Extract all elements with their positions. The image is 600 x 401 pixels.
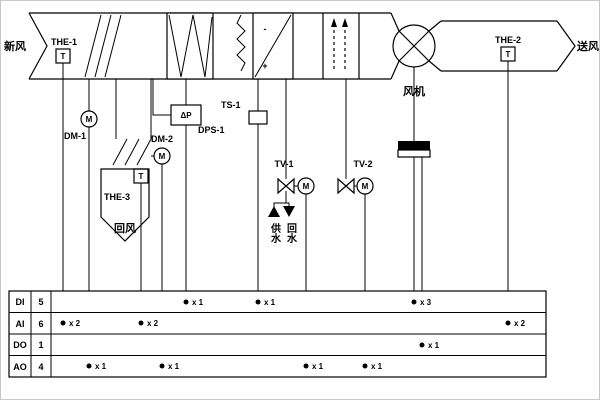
fresh-air-label: 新风 [4, 39, 26, 53]
spray-arrow-icon [331, 18, 337, 27]
coil-zigzag-icon [168, 14, 213, 78]
tv1-valve-icon [277, 177, 287, 195]
return-water-label: 回水 [285, 223, 298, 244]
return-damper-blades-icon [112, 138, 152, 166]
io-table: DI 5 AI 6 DO 1 AO 4 x 1 x 1 x 3 x 2 x 2 … [8, 290, 547, 378]
tv1-m-symbol: M [303, 182, 310, 191]
damper-blades-icon [84, 14, 122, 78]
tv2-m-symbol: M [362, 182, 369, 191]
filter-wave-icon [236, 14, 246, 72]
supply-air-outlet-arrow-icon [556, 20, 576, 72]
ts1-box-icon [248, 110, 268, 125]
delta-p-symbol: ΔP [180, 111, 192, 120]
fresh-air-inlet-arrow-icon [28, 12, 48, 80]
tv2-label: TV-2 [353, 159, 372, 169]
io-point [183, 299, 189, 305]
dm1-m-symbol: M [86, 115, 93, 124]
io-point [411, 299, 417, 305]
ts1-label: TS-1 [221, 100, 241, 110]
the1-t-symbol: T [61, 52, 66, 61]
tv1-valve-icon [285, 177, 295, 195]
the2-t-symbol: T [506, 50, 511, 59]
dps1-label: DPS-1 [198, 125, 225, 135]
io-point-label: x 2 [147, 319, 159, 328]
io-row-ai-name: AI [16, 319, 25, 329]
sensor-the2: THE-2 T [495, 35, 521, 323]
the3-t-symbol: T [139, 172, 144, 181]
heater-plus-sign: + [262, 61, 267, 71]
io-point-label: x 1 [264, 298, 276, 307]
return-air-inlet-icon [100, 168, 150, 242]
io-row-do-count: 1 [38, 340, 43, 350]
filter-section: - + TS-1 [221, 12, 294, 302]
io-point-label: x 1 [168, 362, 180, 371]
io-point [303, 363, 309, 369]
return-air-label: 回风 [114, 221, 136, 235]
tv1-label: TV-1 [274, 159, 293, 169]
io-point [505, 320, 511, 326]
io-row-di-count: 5 [38, 297, 43, 307]
io-point-label: x 1 [192, 298, 204, 307]
the1-label: THE-1 [51, 37, 77, 47]
supply-air-label: 送风 [576, 39, 599, 53]
sensor-the1: THE-1 T [51, 37, 77, 323]
io-point-label: x 1 [95, 362, 107, 371]
io-point-label: x 1 [371, 362, 383, 371]
fan-assembly: 风机 [392, 24, 436, 345]
supply-water-label: 供水 [269, 222, 282, 244]
io-point-label: x 1 [312, 362, 324, 371]
air-duct-outline [28, 12, 576, 80]
io-point [138, 320, 144, 326]
io-row-ao-count: 4 [38, 362, 43, 372]
io-point-label: x 2 [69, 319, 81, 328]
io-row-di-name: DI [16, 297, 25, 307]
the3-label: THE-3 [104, 192, 130, 202]
supply-water-arrow-icon [268, 206, 280, 217]
the2-label: THE-2 [495, 35, 521, 45]
coil-section: ΔP DPS-1 [152, 12, 225, 302]
io-point [86, 363, 92, 369]
io-point [362, 363, 368, 369]
fan-starter-icon [398, 141, 430, 150]
dm2-m-symbol: M [159, 152, 166, 161]
return-water-arrow-icon [283, 206, 295, 217]
spray-lines-icon [333, 27, 346, 69]
spray-arrow-icon [342, 18, 348, 27]
tv2-valve-icon [337, 177, 347, 195]
io-point [419, 342, 425, 348]
fan-starter-icon [397, 149, 431, 158]
io-point-label: x 2 [514, 319, 526, 328]
io-point [255, 299, 261, 305]
humidifier-section: TV-2 M [322, 13, 374, 366]
io-point [159, 363, 165, 369]
dm1-label: DM-1 [64, 131, 86, 141]
io-row-do-name: DO [13, 340, 27, 350]
io-row-ao-name: AO [13, 362, 27, 372]
io-point [60, 320, 66, 326]
heater-minus-sign: - [264, 24, 267, 34]
dm2-label: DM-2 [151, 134, 173, 144]
io-row-ai-count: 6 [38, 319, 43, 329]
io-point-label: x 1 [428, 341, 440, 350]
return-air-branch: DM-2 M T THE-3 回风 [100, 79, 173, 366]
tv2-valve-icon [345, 177, 355, 195]
io-point-label: x 3 [420, 298, 432, 307]
